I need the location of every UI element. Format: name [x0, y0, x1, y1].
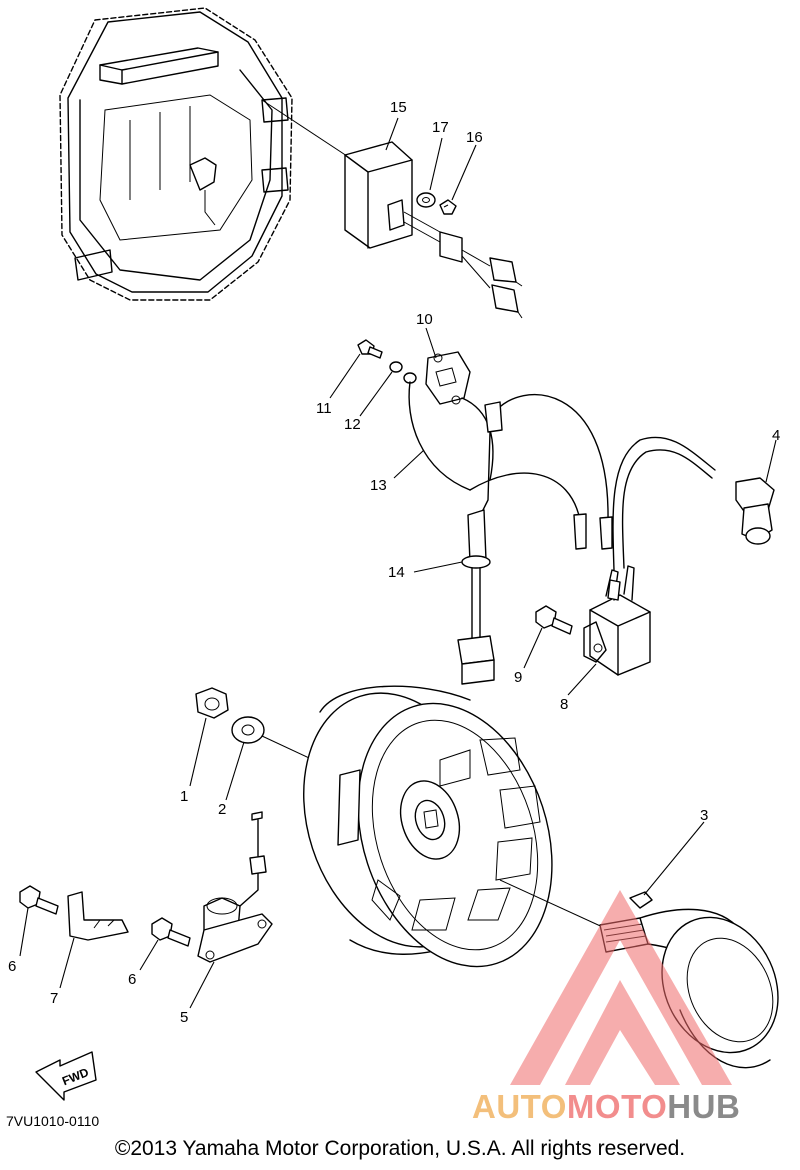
flywheel-rotor: [303, 685, 553, 968]
bracket-7: [67, 891, 129, 941]
screw-16: [439, 199, 457, 215]
spark-plug-cap-4: [735, 477, 775, 545]
cdi-unit: [344, 141, 523, 319]
wire-harness-13: [403, 372, 613, 550]
watermark-part-moto: MOTO: [566, 1088, 668, 1125]
callout-4: 4: [772, 427, 780, 444]
washer-12: [389, 361, 403, 373]
callout-7: 7: [50, 990, 58, 1007]
pulser-coil-5: [197, 811, 273, 963]
watermark-part-hub: HUB: [667, 1088, 741, 1125]
callout-15: 15: [390, 99, 407, 116]
callout-5: 5: [180, 1009, 188, 1026]
pickup-coil-10: [425, 351, 471, 405]
callout-6b: 6: [128, 971, 136, 988]
callout-9: 9: [514, 669, 522, 686]
bolt-6-left: [19, 885, 59, 915]
callout-10: 10: [416, 311, 433, 328]
callout-13: 13: [370, 477, 387, 494]
watermark-logo: AUTOMOTOHUB: [470, 870, 800, 1130]
ignition-coil-8: [583, 436, 716, 676]
electrical-box-cover: [59, 7, 293, 301]
callout-2: 2: [218, 801, 226, 818]
grommet-14: [457, 509, 495, 685]
fwd-arrow-icon: FWD: [35, 1051, 97, 1101]
callout-3: 3: [700, 807, 708, 824]
callout-leaders: [19, 117, 777, 1009]
diagram-code: 7VU1010-0110: [6, 1113, 100, 1129]
callout-labels: 1 2 3 4 5 6 6 7 8 9 10 11 12 13 14 15 16…: [8, 99, 780, 1026]
callout-11: 11: [316, 400, 332, 417]
washer-17: [416, 192, 436, 208]
copyright-notice: ©2013 Yamaha Motor Corporation, U.S.A. A…: [114, 1137, 686, 1160]
flywheel-magnets: [371, 737, 541, 931]
callout-8: 8: [560, 696, 568, 713]
bolt-6-right: [151, 917, 191, 947]
callout-6a: 6: [8, 958, 16, 975]
screw-11: [357, 339, 383, 359]
watermark-part-auto: AUTO: [472, 1088, 567, 1125]
callout-17: 17: [432, 119, 449, 136]
callout-14: 14: [388, 564, 405, 581]
woodruff-key-3: [629, 891, 653, 909]
watermark-text: AUTOMOTOHUB: [472, 1088, 740, 1126]
washer-2: [231, 716, 265, 744]
callout-12: 12: [344, 416, 361, 433]
callout-16: 16: [466, 129, 483, 146]
watermark-triangle-icon: [510, 890, 732, 1085]
nut-1: [195, 687, 229, 719]
callout-1: 1: [180, 788, 188, 805]
bolt-9: [535, 605, 573, 635]
